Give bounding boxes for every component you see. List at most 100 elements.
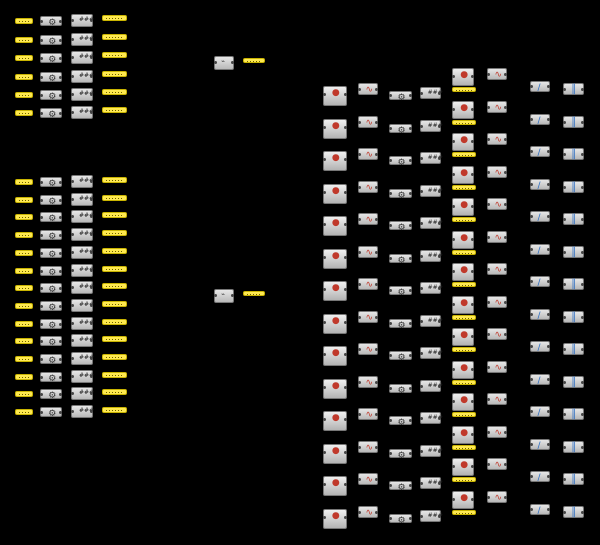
grip[interactable] [471, 399, 474, 403]
number-component[interactable]: ### [71, 175, 94, 188]
panel-input[interactable] [15, 74, 33, 80]
number-component[interactable]: ### [71, 370, 94, 383]
grip[interactable] [420, 124, 423, 128]
grip[interactable] [344, 321, 347, 325]
grip[interactable] [409, 257, 412, 261]
panel-output[interactable] [102, 212, 127, 218]
grip[interactable] [71, 356, 74, 360]
grip[interactable] [389, 452, 392, 456]
grip[interactable] [547, 183, 550, 187]
grip[interactable] [59, 19, 62, 23]
slider-component[interactable]: ║ [563, 311, 584, 323]
panel-output[interactable] [102, 71, 127, 77]
grip[interactable] [59, 111, 62, 115]
grip[interactable] [438, 91, 441, 95]
grip[interactable] [471, 497, 474, 501]
panel-output[interactable] [452, 87, 476, 92]
grip[interactable] [90, 92, 93, 96]
solver-component[interactable]: ● [323, 281, 347, 301]
panel-output[interactable] [452, 412, 476, 417]
grip[interactable] [409, 94, 412, 98]
panel-output[interactable] [452, 282, 476, 287]
grip[interactable] [323, 451, 326, 455]
param-component[interactable]: ⚙ [389, 91, 412, 103]
grip[interactable] [40, 322, 43, 326]
grip[interactable] [504, 137, 507, 141]
grip[interactable] [530, 345, 533, 349]
panel-input[interactable] [15, 37, 33, 43]
panel-output[interactable] [102, 372, 127, 378]
solver-component[interactable]: ● [323, 346, 347, 366]
grip[interactable] [344, 451, 347, 455]
curve-component[interactable]: ∿ [487, 68, 507, 80]
grip[interactable] [90, 232, 93, 236]
grip[interactable] [563, 120, 566, 124]
grip[interactable] [90, 18, 93, 22]
panel-output[interactable] [452, 217, 476, 222]
grip[interactable] [530, 313, 533, 317]
grip[interactable] [389, 517, 392, 521]
line-component[interactable]: ∕ [530, 504, 550, 516]
param-component[interactable]: ⚙ [40, 407, 62, 419]
grip[interactable] [389, 127, 392, 131]
line-component[interactable]: ∕ [530, 406, 550, 418]
grip[interactable] [71, 55, 74, 59]
grip[interactable] [375, 185, 378, 189]
param-component[interactable]: ⚙ [389, 286, 412, 298]
grip[interactable] [389, 484, 392, 488]
grip[interactable] [375, 510, 378, 514]
grip[interactable] [323, 93, 326, 97]
grip[interactable] [71, 37, 74, 41]
grip[interactable] [389, 224, 392, 228]
grip[interactable] [59, 410, 62, 414]
slider-component[interactable]: ║ [563, 213, 584, 225]
grip[interactable] [59, 392, 62, 396]
number-component[interactable]: ### [71, 299, 94, 312]
line-component[interactable]: ∕ [530, 471, 550, 483]
grip[interactable] [438, 449, 441, 453]
number-component[interactable]: ### [71, 33, 94, 46]
solver-component[interactable]: ● [323, 119, 347, 139]
panel-input[interactable] [15, 391, 33, 397]
grip[interactable] [344, 516, 347, 520]
grip[interactable] [344, 386, 347, 390]
panel-output[interactable] [102, 195, 127, 201]
slider-component[interactable]: ║ [563, 441, 584, 453]
solver-component[interactable]: ● [452, 458, 474, 476]
grip[interactable] [471, 367, 474, 371]
panel-output[interactable] [452, 315, 476, 320]
panel-output[interactable] [452, 445, 476, 450]
solver-component[interactable]: ● [452, 393, 474, 411]
grip[interactable] [323, 126, 326, 130]
param-component[interactable]: ⚙ [40, 389, 62, 401]
grip[interactable] [90, 268, 93, 272]
number-component[interactable]: ### [420, 380, 443, 392]
curve-component[interactable]: ∿ [358, 213, 378, 225]
grip[interactable] [40, 375, 43, 379]
param-component[interactable]: ⚙ [40, 266, 62, 278]
panel-output[interactable] [102, 230, 127, 236]
grip[interactable] [504, 202, 507, 206]
grip[interactable] [438, 514, 441, 518]
line-component[interactable]: ∕ [530, 374, 550, 386]
grip[interactable] [375, 347, 378, 351]
panel-output[interactable] [102, 336, 127, 342]
grip[interactable] [547, 443, 550, 447]
grip[interactable] [90, 250, 93, 254]
grip[interactable] [438, 221, 441, 225]
grip[interactable] [452, 204, 455, 208]
panel-output[interactable] [452, 250, 476, 255]
grip[interactable] [40, 56, 43, 60]
grip[interactable] [547, 508, 550, 512]
grip[interactable] [487, 235, 490, 239]
grip[interactable] [71, 92, 74, 96]
grip[interactable] [358, 120, 361, 124]
curve-component[interactable]: ∿ [487, 133, 507, 145]
grip[interactable] [40, 339, 43, 343]
panel-input[interactable] [15, 268, 33, 274]
grip[interactable] [90, 338, 93, 342]
grip[interactable] [375, 87, 378, 91]
slider-component[interactable]: ║ [563, 473, 584, 485]
grip[interactable] [59, 233, 62, 237]
grip[interactable] [375, 380, 378, 384]
